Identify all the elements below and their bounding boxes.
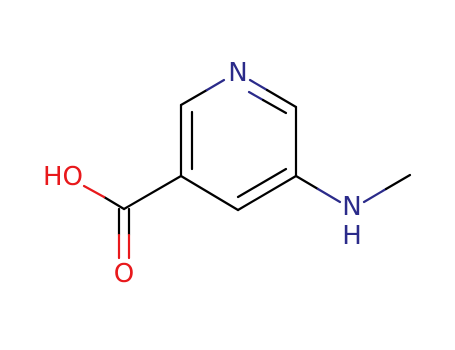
bond-c5-nh-carbon [294, 174, 320, 191]
bond-n1-c6-inner-carbon [261, 98, 288, 115]
bond-c5-nh-nitrogen [316, 187, 342, 204]
bond-n1-c6-nitrogen [248, 78, 269, 92]
bond-c4-c3 [179, 174, 240, 212]
bond-n1-c6-inner-nitrogen [247, 90, 265, 102]
bond-c3-carboxyl [122, 174, 183, 211]
bond-c5-c4-inner [236, 167, 288, 199]
amine-hydrogen-label: H [342, 221, 362, 251]
bond-n1-c6-carbon [265, 88, 298, 109]
hydroxyl-oxygen-label: HO [43, 162, 83, 192]
carbonyl-oxygen-label: O [114, 259, 134, 289]
bond-carboxyl-oh-carbon [102, 195, 126, 211]
bond-nh-methyl-carbon [384, 173, 412, 191]
bond-c5-c4 [236, 174, 298, 212]
bond-carboxyl-oh-oxygen [82, 184, 106, 199]
bond-c2-n1-carbon [179, 88, 209, 107]
bond-nh-methyl-nitrogen [362, 187, 388, 204]
bond-c2-n1-nitrogen [205, 78, 226, 92]
ring-nitrogen-label: N [228, 58, 247, 88]
amine-nitrogen-label: N [342, 192, 361, 222]
